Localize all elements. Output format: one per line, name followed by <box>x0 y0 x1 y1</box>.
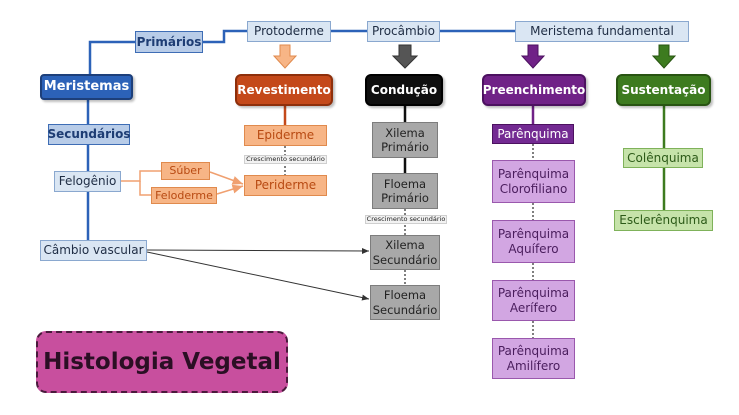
down-arrow-sustentacao <box>651 44 677 69</box>
page-title: Histologia Vegetal <box>36 331 288 393</box>
label-secundarios: Secundários <box>47 124 131 145</box>
down-arrow-protoderme <box>272 44 298 69</box>
header-preenchimento: Preenchimento <box>482 74 586 106</box>
line-felogenio-feloderme <box>139 181 151 196</box>
node-periderme: Periderme <box>244 175 327 196</box>
node-parenquima-amilifero: Parênquima Amilífero <box>492 338 575 379</box>
header-conducao: Condução <box>365 74 443 106</box>
node-meristema-fundamental: Meristema fundamental <box>515 21 689 42</box>
node-xilema-primario: Xilema Primário <box>372 122 438 158</box>
down-arrow-procambio <box>391 44 419 69</box>
node-epiderme: Epiderme <box>244 125 327 146</box>
node-parenquima-aquifero: Parênquima Aquífero <box>492 220 575 263</box>
down-arrow-preenchimento <box>520 44 546 69</box>
node-feloderme: Feloderme <box>151 187 217 204</box>
note-crescimento-revestimento: Crescimento secundário <box>244 155 327 164</box>
line-primarios-protoderme <box>203 29 247 44</box>
node-suber: Súber <box>161 162 210 180</box>
node-esclerenquima: Esclerênquima <box>614 210 713 231</box>
node-meristemas: Meristemas <box>40 74 133 100</box>
header-sustentacao: Sustentação <box>616 74 711 106</box>
node-floema-primario: Floema Primário <box>372 173 438 209</box>
node-parenquima: Parênquima <box>492 124 574 144</box>
node-floema-secundario: Floema Secundário <box>370 285 440 320</box>
arrow-feloderme-periderme <box>216 184 244 195</box>
node-parenquima-aerifero: Parênquima Aerífero <box>492 280 575 321</box>
node-colenquima: Colênquima <box>623 148 703 168</box>
node-felogenio: Felogênio <box>54 171 121 192</box>
node-cambio-vascular: Câmbio vascular <box>40 240 147 261</box>
arrow-cambio-xilema <box>146 247 370 254</box>
node-procambio: Procâmbio <box>367 21 440 42</box>
line-meristemas-primarios <box>88 40 137 74</box>
label-primarios: Primários <box>135 31 203 53</box>
arrow-suber-periderme <box>209 171 244 185</box>
arrow-cambio-floema <box>146 251 370 301</box>
note-crescimento-conducao: Crescimento secundário <box>365 215 447 224</box>
line-felogenio-suber <box>121 170 161 182</box>
node-xilema-secundario: Xilema Secundário <box>370 235 440 270</box>
header-revestimento: Revestimento <box>235 74 333 106</box>
node-parenquima-clorofiliano: Parênquima Clorofiliano <box>492 160 575 203</box>
node-protoderme: Protoderme <box>247 21 331 42</box>
